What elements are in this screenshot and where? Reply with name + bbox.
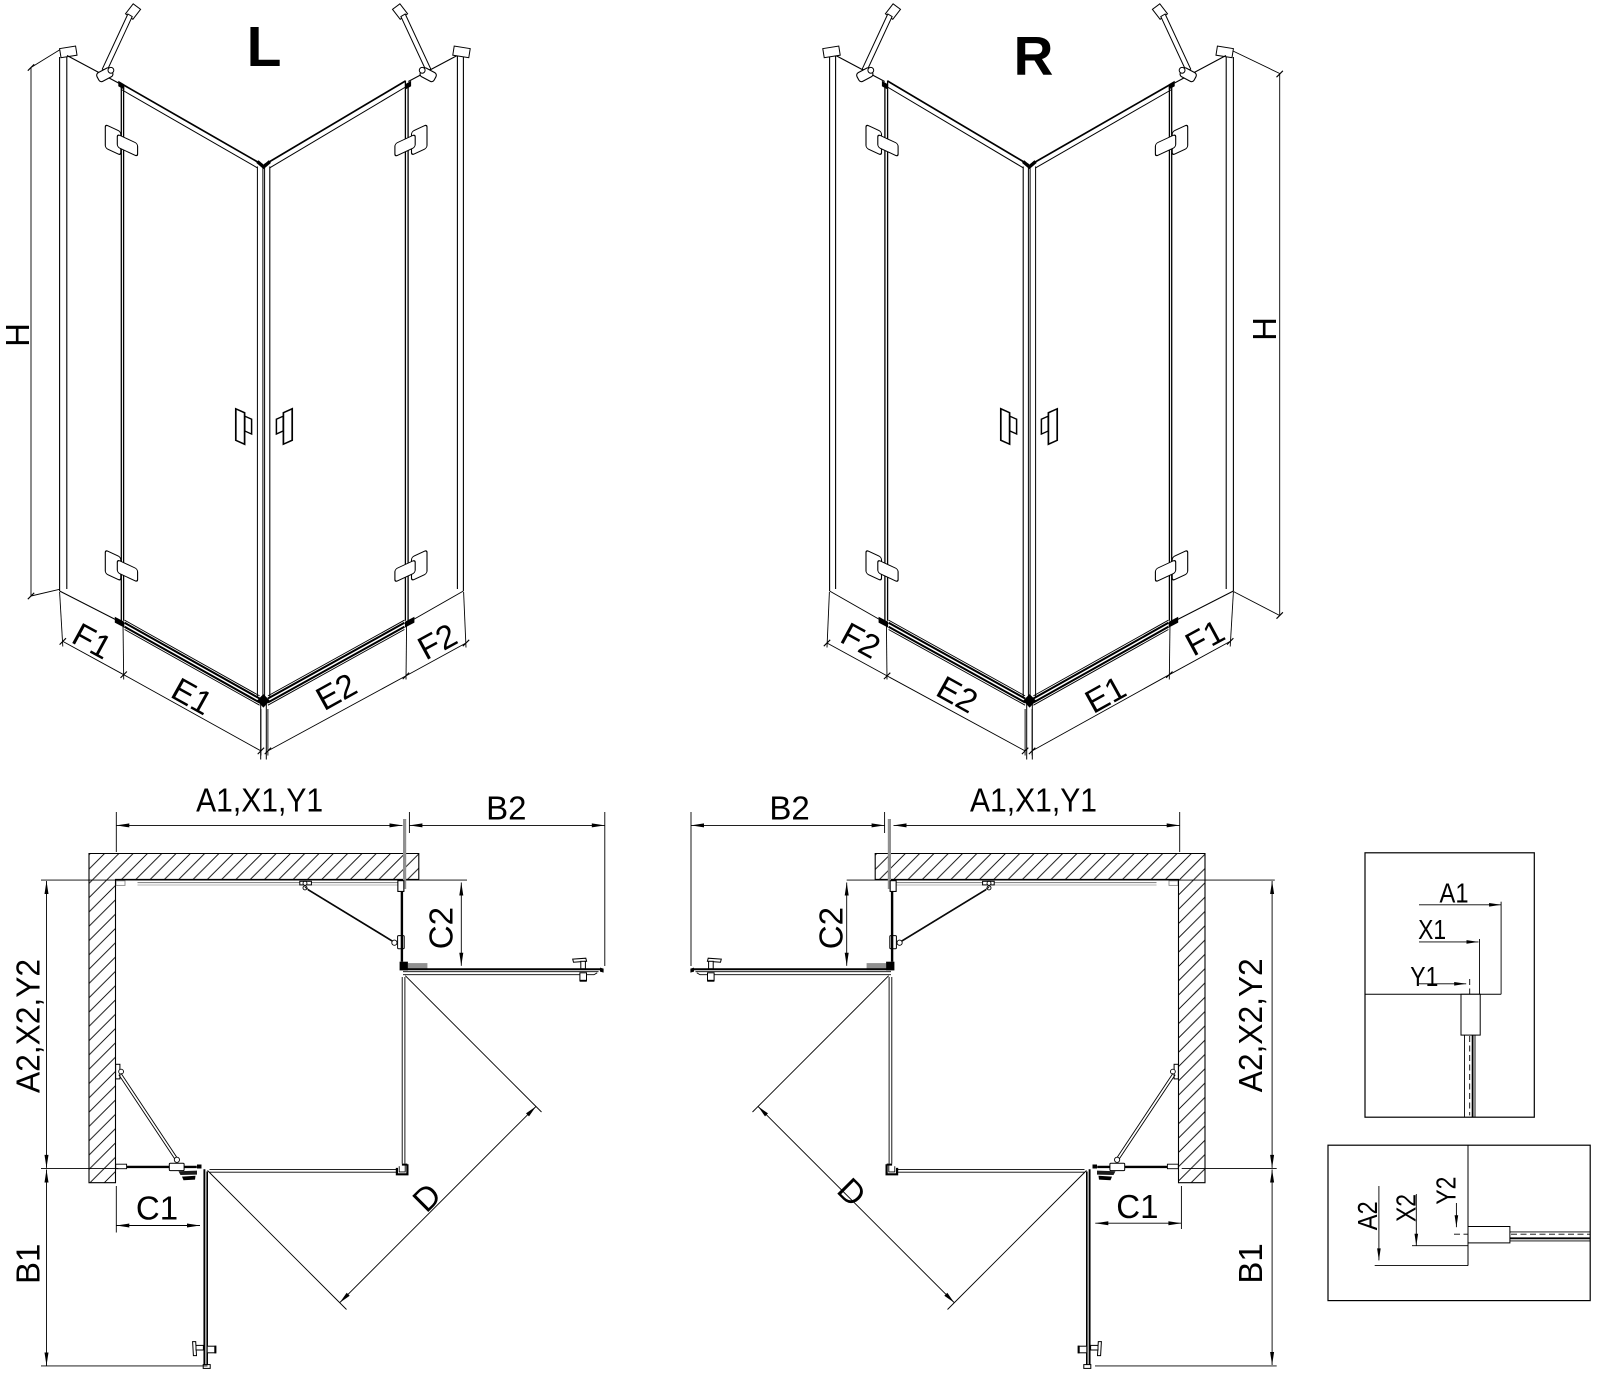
svg-text:C1: C1 (136, 1190, 178, 1227)
svg-text:B2: B2 (486, 789, 526, 826)
svg-text:X1: X1 (1418, 914, 1446, 945)
svg-text:A2,X2,Y2: A2,X2,Y2 (9, 959, 46, 1093)
svg-text:Y1: Y1 (1410, 961, 1438, 992)
svg-text:A1,X1,Y1: A1,X1,Y1 (970, 782, 1097, 819)
svg-text:B1: B1 (1232, 1243, 1269, 1283)
svg-text:A2,X2,Y2: A2,X2,Y2 (1232, 958, 1269, 1092)
svg-text:X2: X2 (1391, 1194, 1422, 1222)
svg-text:R: R (1014, 25, 1054, 87)
svg-text:C2: C2 (812, 907, 849, 949)
svg-text:B1: B1 (10, 1244, 47, 1284)
svg-text:B2: B2 (769, 789, 809, 826)
svg-text:C2: C2 (422, 907, 459, 949)
svg-text:C1: C1 (1116, 1188, 1158, 1225)
svg-text:A2: A2 (1352, 1201, 1383, 1230)
svg-text:H: H (0, 323, 36, 347)
svg-text:Y2: Y2 (1431, 1177, 1462, 1205)
svg-text:H: H (1246, 317, 1283, 341)
svg-text:L: L (247, 15, 282, 79)
svg-text:A1,X1,Y1: A1,X1,Y1 (196, 782, 323, 819)
svg-text:A1: A1 (1440, 877, 1469, 908)
